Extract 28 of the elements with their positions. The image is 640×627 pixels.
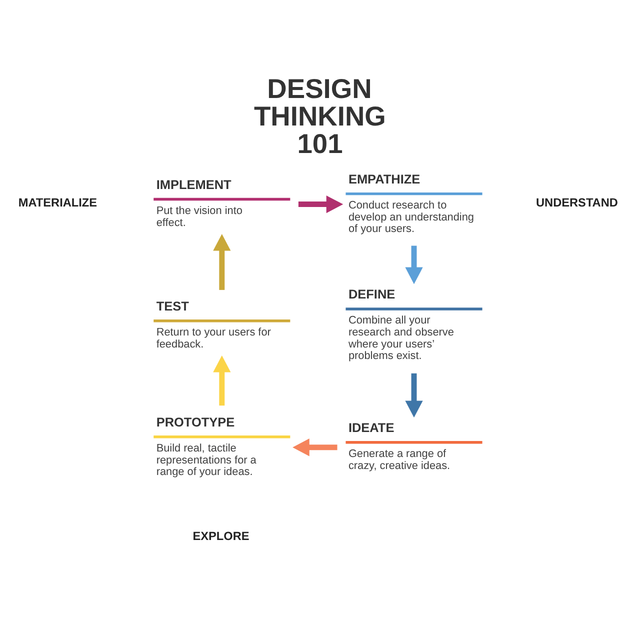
arrow xyxy=(405,372,423,418)
arrow xyxy=(213,233,231,290)
node-label: Conduct research to develop an understanding of your users. xyxy=(348,198,474,235)
label: UNDERSTAND xyxy=(536,194,618,209)
arrow xyxy=(298,194,344,213)
node-label: Generate a range of crazy, creative ideas. xyxy=(348,448,450,472)
node-box xyxy=(154,435,290,438)
diagram-title: DESIGN THINKING 101 xyxy=(254,72,386,158)
node-box xyxy=(154,318,290,322)
arrow xyxy=(213,355,231,406)
node-label: Build real, tactile representations for a range of your ideas. xyxy=(156,442,256,478)
node-box xyxy=(154,197,290,200)
node-label: Combine all your research and observe where your users’ problems exist. xyxy=(348,314,454,362)
node-box xyxy=(346,440,482,444)
node-label: IDEATE xyxy=(348,420,394,435)
node-label: DEFINE xyxy=(348,286,396,302)
arrow xyxy=(292,438,338,456)
node-label: PROTOTYPE xyxy=(156,414,235,430)
node-label: EMPATHIZE xyxy=(348,171,420,186)
label: MATERIALIZE xyxy=(18,194,98,209)
node-label: Put the vision into effect. xyxy=(156,204,242,228)
arrow xyxy=(405,245,423,284)
node-label: IMPLEMENT xyxy=(156,176,232,192)
node-box xyxy=(346,307,482,310)
label: EXPLORE xyxy=(192,528,250,543)
node-label: Return to your users for feedback. xyxy=(156,326,271,350)
node-box xyxy=(346,192,482,195)
node-label: TEST xyxy=(156,298,189,314)
